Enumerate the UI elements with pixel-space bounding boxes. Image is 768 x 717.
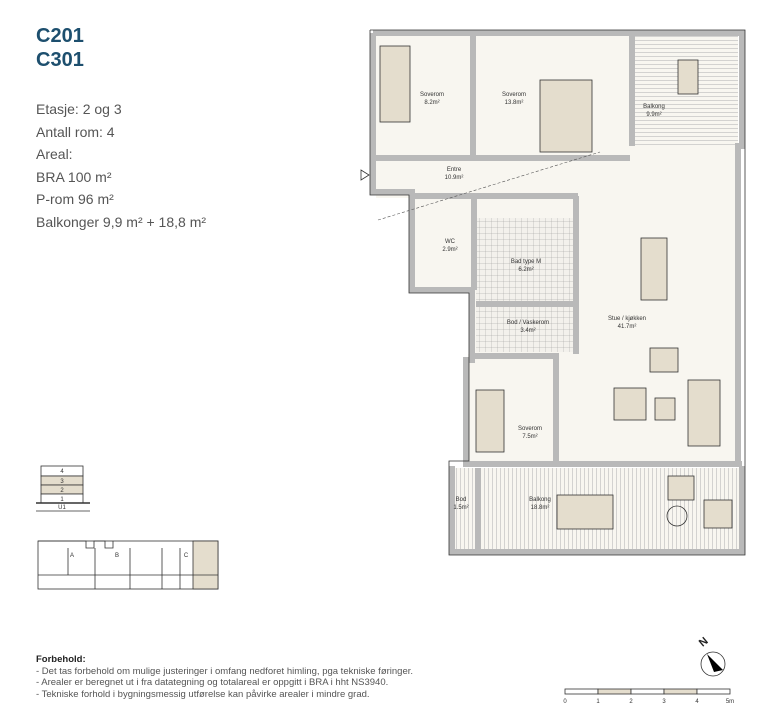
unit-code-2: C301 bbox=[36, 49, 84, 71]
scale-tick: 4 bbox=[695, 699, 699, 705]
room-name: Soverom bbox=[518, 426, 542, 432]
room-area: 1.5m² bbox=[453, 505, 468, 511]
laundry-tiles bbox=[476, 306, 574, 352]
balcony-area: Balkonger 9,9 m² + 18,8 m² bbox=[36, 213, 207, 230]
room-name: Bod / Vaskerom bbox=[507, 320, 549, 326]
disclaimer-item: - Tekniske forhold i bygningsmessig utfø… bbox=[36, 688, 370, 700]
floor-info: Etasje: 2 og 3 bbox=[36, 101, 122, 117]
room-name: Balkong bbox=[643, 104, 665, 110]
bathroom-tiles bbox=[476, 218, 574, 302]
room-count: Antall rom: 4 bbox=[36, 123, 115, 140]
walls bbox=[370, 30, 745, 555]
floor-level: 3 bbox=[60, 479, 64, 485]
disclaimer-item: - Arealer er beregnet ut i fra datategni… bbox=[36, 677, 389, 688]
room-name: Entre bbox=[447, 167, 462, 173]
room-name: WC bbox=[445, 239, 456, 245]
bra-area: BRA 100 m² bbox=[36, 168, 112, 185]
unit-code-1: C201 bbox=[36, 25, 84, 47]
room-area: 3.4m² bbox=[520, 328, 535, 334]
floor-stack bbox=[36, 465, 90, 512]
unit-info: Etasje: 2 og 3 Antall rom: 4 Areal: BRA … bbox=[36, 98, 206, 234]
furniture bbox=[379, 45, 733, 530]
key-plan bbox=[37, 540, 219, 590]
floor-level: 4 bbox=[60, 469, 64, 475]
stair-label: A bbox=[70, 553, 74, 559]
room-area: 41.7m² bbox=[618, 324, 637, 330]
prom-area: P-rom 96 m² bbox=[36, 191, 114, 208]
scale-tick: 3 bbox=[662, 699, 666, 705]
north-arrow-icon: N bbox=[697, 635, 726, 677]
room-name: Soverom bbox=[502, 92, 526, 98]
north-label: N bbox=[697, 635, 711, 649]
room-area: 13.8m² bbox=[505, 100, 524, 106]
room-area: 6.2m² bbox=[518, 267, 533, 273]
room-area: 2.9m² bbox=[442, 247, 457, 253]
room-area: 8.2m² bbox=[424, 100, 439, 106]
room-name: Soverom bbox=[420, 92, 444, 98]
room-name: Stue / kjøkken bbox=[608, 316, 646, 322]
disclaimer-heading: Forbehold: bbox=[36, 654, 86, 665]
scale-tick: 1 bbox=[596, 699, 600, 705]
room-area: 7.5m² bbox=[522, 434, 537, 440]
area-label: Areal: bbox=[36, 146, 73, 163]
scale-tick: 2 bbox=[629, 699, 633, 705]
stair-label: B bbox=[115, 553, 119, 559]
entrance-arrow-icon bbox=[360, 169, 370, 181]
room-area: 9.9m² bbox=[646, 112, 661, 118]
floor-level: 1 bbox=[60, 497, 64, 503]
disclaimer-item: - Det tas forbehold om mulige justeringe… bbox=[36, 665, 414, 677]
floor-level: U1 bbox=[58, 505, 66, 511]
room-area: 18.8m² bbox=[531, 505, 550, 511]
scale-tick: 0 bbox=[563, 699, 567, 705]
disclaimer: Forbehold: - Det tas forbehold om mulige… bbox=[36, 654, 413, 700]
room-name: Bod bbox=[456, 497, 467, 503]
room-name: Bad type M bbox=[511, 259, 541, 265]
room-name: Balkong bbox=[529, 497, 551, 503]
scale-bar bbox=[564, 688, 731, 695]
floor-level: 2 bbox=[60, 488, 64, 494]
room-area: 10.9m² bbox=[445, 175, 464, 181]
stair-label: C bbox=[184, 553, 189, 559]
scale-tick: 5m bbox=[726, 699, 734, 705]
